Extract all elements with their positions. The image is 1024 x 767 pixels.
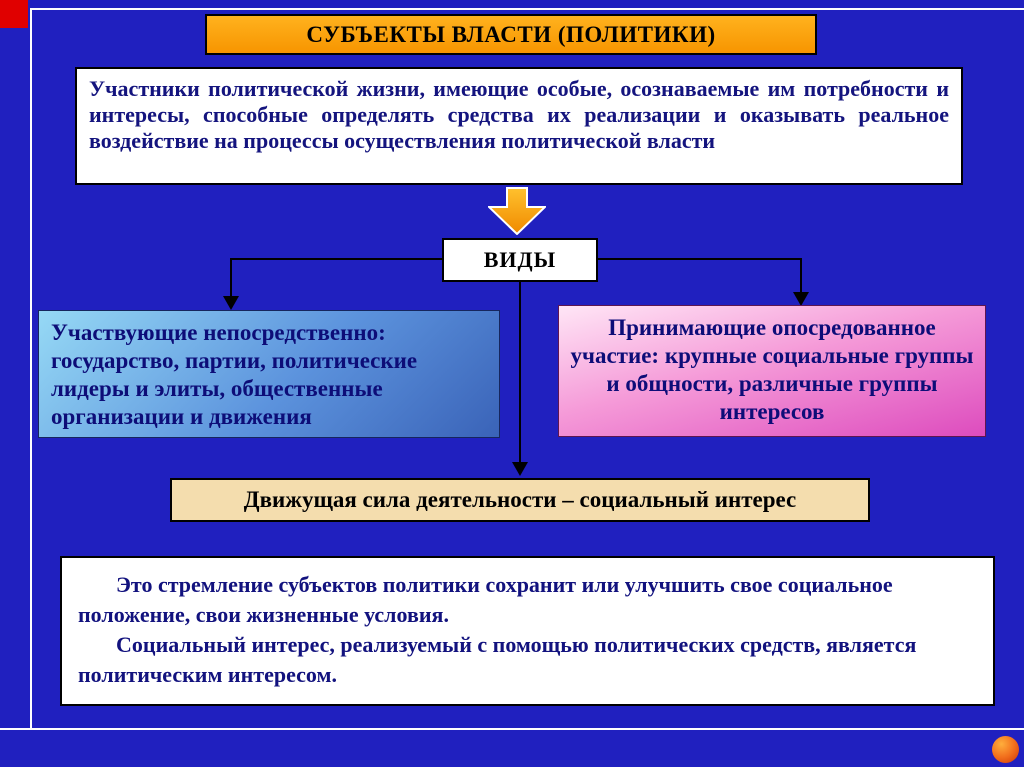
connector-left-vertical (230, 258, 232, 296)
connector-center-vertical (519, 282, 521, 462)
social-interest-paragraph-2: Социальный интерес, реализуемый с помощь… (78, 632, 917, 687)
indirect-participants-text: Принимающие опосредованное участие: круп… (570, 315, 974, 424)
right-arrowhead-icon (793, 292, 809, 306)
definition-text: Участники политической жизни, имеющие ос… (89, 76, 949, 153)
kinds-label: ВИДЫ (483, 247, 557, 272)
down-arrow-icon (486, 187, 548, 236)
connector-right-horizontal (598, 258, 801, 260)
frame-top-line (30, 8, 1024, 10)
corner-red-square (0, 0, 28, 28)
direct-participants-box: Участвующие непосредственно: государство… (38, 310, 500, 438)
frame-bottom-line (0, 728, 1024, 730)
kinds-box: ВИДЫ (442, 238, 598, 282)
definition-box: Участники политической жизни, имеющие ос… (75, 67, 963, 185)
center-arrowhead-icon (512, 462, 528, 476)
social-interest-paragraph-1: Это стремление субъектов политики сохран… (78, 572, 893, 627)
indirect-participants-box: Принимающие опосредованное участие: круп… (558, 305, 986, 437)
left-arrowhead-icon (223, 296, 239, 310)
connector-right-vertical (800, 258, 802, 292)
driving-force-text: Движущая сила деятельности – социальный … (243, 487, 797, 512)
social-interest-box: Это стремление субъектов политики сохран… (60, 556, 995, 706)
nav-circle-icon (992, 736, 1019, 763)
slide-title-banner: СУБЪЕКТЫ ВЛАСТИ (ПОЛИТИКИ) (205, 14, 817, 55)
connector-left-horizontal (231, 258, 442, 260)
direct-participants-text: Участвующие непосредственно: государство… (51, 320, 418, 429)
slide-title-text: СУБЪЕКТЫ ВЛАСТИ (ПОЛИТИКИ) (306, 21, 716, 47)
driving-force-box: Движущая сила деятельности – социальный … (170, 478, 870, 522)
frame-left-line (30, 8, 32, 729)
